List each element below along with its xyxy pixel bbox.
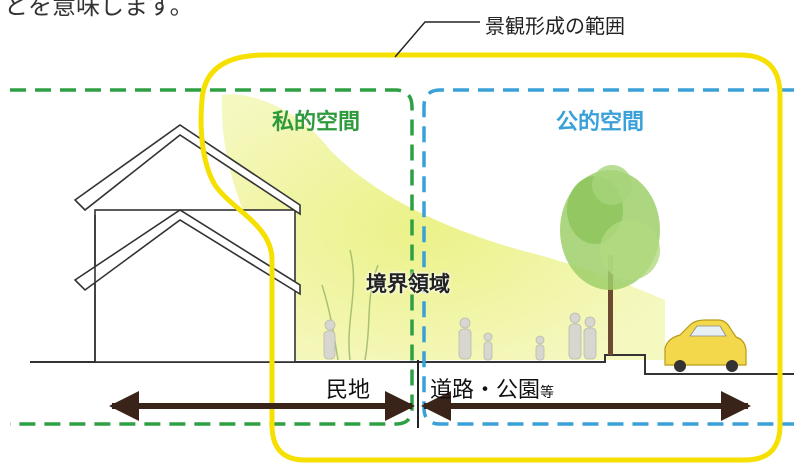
tree-illustration — [560, 165, 660, 355]
landscape-scope-outline — [198, 52, 783, 463]
road-park-text: 道路・公園 — [430, 378, 541, 403]
boundary-area-label: 境界領域 — [366, 272, 450, 296]
car-illustration — [664, 319, 747, 372]
intro-text-fragment: とを意味します。 — [4, 0, 194, 20]
ground-line — [30, 354, 794, 375]
scope-leader-line — [394, 21, 480, 58]
road-park-label: 道路・公園等 — [430, 372, 554, 404]
private-land-label: 民地 — [326, 378, 371, 403]
pedestrians — [323, 312, 597, 361]
road-park-suffix: 等 — [540, 385, 555, 401]
private-space-label: 私的空間 — [272, 110, 361, 135]
public-space-outline — [422, 88, 794, 426]
landscape-scope-label: 景観形成の範囲 — [485, 14, 625, 38]
private-space-outline — [10, 88, 414, 426]
boundary-glow — [221, 94, 665, 360]
public-space-label: 公的空間 — [556, 110, 645, 135]
